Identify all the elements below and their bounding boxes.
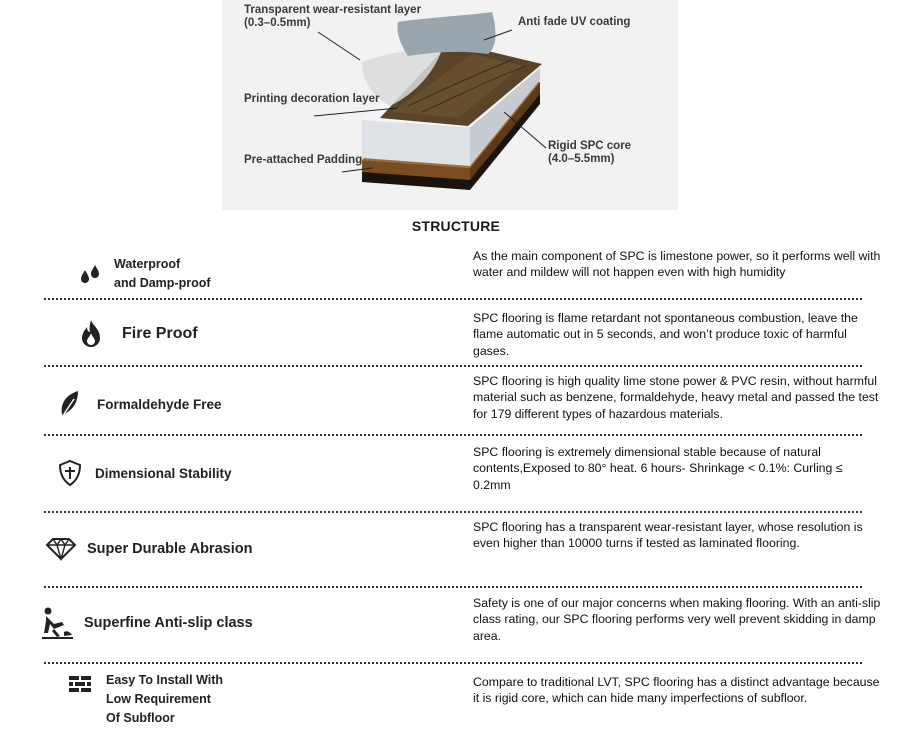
feature-name: Superfine Anti-slip class (84, 615, 253, 631)
wear-layer-label: Transparent wear-resistant layer (0.3–0.… (244, 4, 422, 29)
wood-grain-line (421, 65, 527, 113)
leader-line (313, 107, 399, 117)
feature-description: As the main component of SPC is limeston… (473, 249, 881, 280)
feature-dimensional-stability: Dimensional Stability (57, 458, 232, 488)
core-side-shape (470, 68, 540, 166)
dotted-divider (44, 511, 862, 513)
padding-front-shape (362, 160, 470, 180)
feature-waterproof: Waterproof and Damp-proof (78, 256, 211, 292)
feature-description: Compare to traditional LVT, SPC flooring… (473, 675, 880, 706)
feature-abrasion: Super Durable Abrasion (45, 535, 252, 563)
feature-fire-proof: Fire Proof (78, 318, 198, 350)
leader-line (317, 31, 361, 61)
core-front-shape (362, 120, 470, 166)
feature-description: SPC flooring is high quality lime stone … (473, 374, 879, 421)
leaf-icon (58, 389, 82, 419)
feature-description: Safety is one of our major concerns when… (473, 596, 881, 643)
leader-line (483, 29, 513, 41)
feature-anti-slip: Superfine Anti-slip class (40, 605, 253, 641)
leader-line (503, 111, 547, 149)
feature-name: Dimensional Stability (95, 465, 232, 481)
feature-description: SPC flooring is extremely dimensional st… (473, 445, 843, 492)
dotted-divider (44, 365, 862, 367)
slipping-person-icon (40, 606, 74, 640)
core-label: Rigid SPC core (4.0–5.5mm) (548, 140, 632, 165)
wood-grain-line (407, 59, 513, 107)
base-layer-shape (362, 92, 540, 190)
dotted-divider (44, 298, 862, 300)
padding-side-shape (470, 82, 540, 180)
spc-structure-diagram: Transparent wear-resistant layer (0.3–0.… (222, 0, 678, 210)
dotted-divider (44, 434, 862, 436)
bricks-icon (68, 675, 92, 693)
printing-layer-label: Printing decoration layer (244, 93, 380, 105)
feature-name: Super Durable Abrasion (87, 541, 253, 557)
wear-layer-shape (362, 44, 444, 106)
shield-icon (57, 459, 83, 487)
feature-name: Easy To Install With Low Requirement Of … (106, 673, 224, 725)
feature-formaldehyde-free: Formaldehyde Free (58, 388, 222, 420)
feature-name: Waterproof and Damp-proof (114, 257, 211, 290)
leader-line (341, 167, 373, 173)
feature-easy-install: Easy To Install With Low Requirement Of … (68, 671, 223, 727)
uv-coating-shape (397, 12, 496, 56)
feature-name: Formaldehyde Free (97, 396, 222, 412)
diamond-icon (45, 537, 77, 561)
feature-name: Fire Proof (122, 325, 198, 342)
padding-label: Pre-attached Padding (244, 154, 363, 166)
layer-illustration (313, 12, 547, 190)
dotted-divider (44, 586, 862, 588)
feature-description: SPC flooring is flame retardant not spon… (473, 311, 858, 358)
dotted-divider (44, 662, 862, 664)
uv-coating-label: Anti fade UV coating (518, 16, 631, 28)
flame-icon (78, 319, 104, 349)
wood-grain-shape (392, 54, 522, 118)
structure-heading: STRUCTURE (411, 218, 501, 234)
water-drops-icon (78, 262, 102, 286)
feature-description: SPC flooring has a transparent wear-resi… (473, 520, 863, 551)
